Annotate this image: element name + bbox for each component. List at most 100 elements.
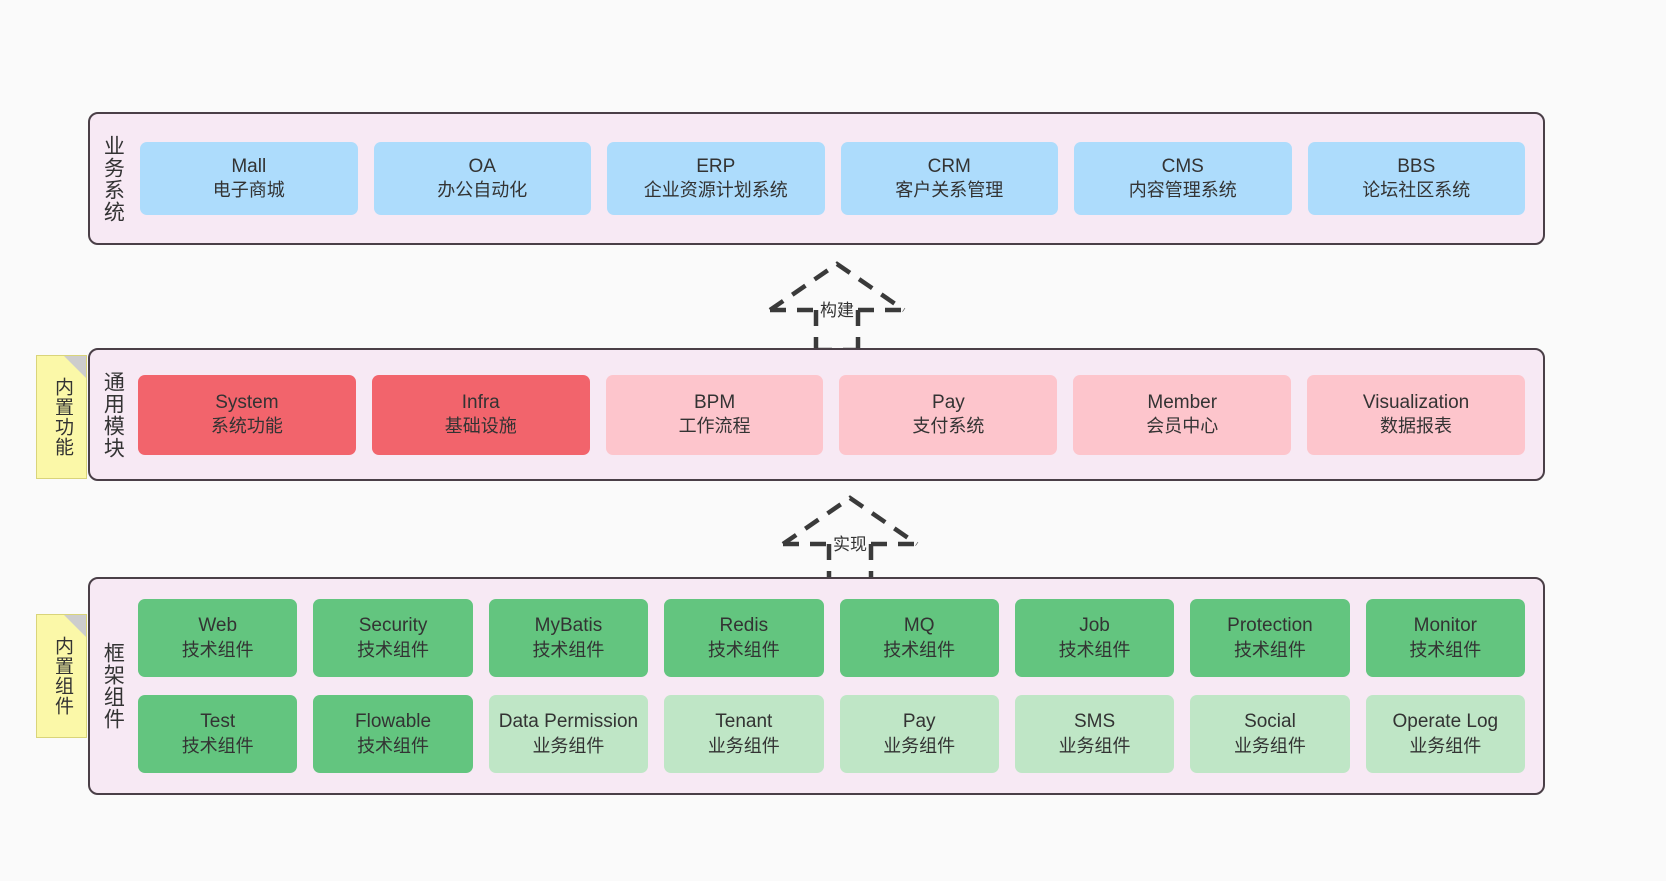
node-subtitle: 技术组件 [1233,639,1306,660]
node-member[interactable]: Member 会员中心 [1073,374,1292,455]
node-subtitle: 业务组件 [883,735,956,756]
node-title: Flowable [355,711,432,733]
connector-build: 构建 [762,258,912,353]
layer-business-system[interactable]: 业务系统 Mall 电子商城 OA 办公自动化 ERP 企业资源计划系统 CRM… [88,112,1545,245]
node-title: BBS [1397,155,1436,177]
node-subtitle: 电子商城 [212,180,285,201]
node-subtitle: 工作流程 [678,416,751,437]
node-subtitle: 技术组件 [532,639,605,660]
node-subtitle: 办公自动化 [437,180,528,201]
node-title: Data Permission [498,711,639,733]
node-system[interactable]: System 系统功能 [138,374,356,455]
node-subtitle: 业务组件 [707,735,780,756]
node-test[interactable]: Test 技术组件 [138,695,298,773]
node-subtitle: 业务组件 [532,735,605,756]
node-infra[interactable]: Infra 基础设施 [371,374,590,455]
node-subtitle: 技术组件 [181,735,254,756]
node-pay-component[interactable]: Pay 业务组件 [839,695,999,773]
layer-business-system-boxes: Mall 电子商城 OA 办公自动化 ERP 企业资源计划系统 CRM 客户关系… [134,114,1543,243]
node-cms[interactable]: CMS 内容管理系统 [1074,142,1292,215]
node-redis[interactable]: Redis 技术组件 [664,599,824,677]
node-mall[interactable]: Mall 电子商城 [140,142,358,215]
node-bpm[interactable]: BPM 工作流程 [605,374,824,455]
node-sms[interactable]: SMS 业务组件 [1014,695,1175,773]
node-monitor[interactable]: Monitor 技术组件 [1365,599,1525,677]
node-bbs[interactable]: BBS 论坛社区系统 [1307,142,1525,215]
node-title: MQ [903,615,935,637]
node-title: Member [1147,391,1218,413]
node-social[interactable]: Social 业务组件 [1190,695,1350,773]
node-crm[interactable]: CRM 客户关系管理 [840,142,1058,215]
sticky-note-label: 内置功能 [51,377,73,457]
node-subtitle: 客户关系管理 [895,180,1004,201]
connector-implement: 实现 [775,492,925,587]
node-mybatis[interactable]: MyBatis 技术组件 [488,599,649,677]
connector-implement-label: 实现 [833,535,867,554]
layer-label-common-module: 通用模块 [101,370,125,459]
node-row: Mall 电子商城 OA 办公自动化 ERP 企业资源计划系统 CRM 客户关系… [140,142,1525,215]
generalization-arrowhead-icon [768,261,906,312]
node-title: Visualization [1362,391,1470,413]
node-title: Protection [1227,615,1313,637]
node-title: Mall [231,155,267,177]
node-subtitle: 业务组件 [1409,735,1482,756]
node-protection[interactable]: Protection 技术组件 [1190,599,1350,677]
node-subtitle: 内容管理系统 [1128,180,1237,201]
node-title: System [215,391,279,413]
note-fold-corner-icon [64,356,86,378]
node-subtitle: 技术组件 [1409,639,1482,660]
node-title: Web [198,615,238,637]
node-title: SMS [1073,711,1116,733]
node-row: Test 技术组件 Flowable 技术组件 Data Permission … [138,695,1525,773]
node-row: System 系统功能 Infra 基础设施 BPM 工作流程 Pay 支付系统… [138,374,1525,455]
node-subtitle: 技术组件 [1058,639,1131,660]
node-title: Pay [902,711,936,733]
node-subtitle: 会员中心 [1146,416,1219,437]
node-subtitle: 技术组件 [883,639,956,660]
node-subtitle: 业务组件 [1233,735,1306,756]
node-security[interactable]: Security 技术组件 [313,599,473,677]
node-operate-log[interactable]: Operate Log 业务组件 [1365,695,1525,773]
node-tenant[interactable]: Tenant 业务组件 [664,695,824,773]
generalization-arrowhead-icon [781,495,919,546]
node-subtitle: 基础设施 [444,416,517,437]
node-title: Monitor [1413,615,1477,637]
node-title: Security [358,615,428,637]
node-title: ERP [696,155,736,177]
node-title: Job [1079,615,1110,637]
node-title: Operate Log [1392,711,1499,733]
node-oa[interactable]: OA 办公自动化 [373,142,591,215]
node-title: CMS [1161,155,1204,177]
node-flowable[interactable]: Flowable 技术组件 [313,695,473,773]
node-title: CRM [927,155,971,177]
node-title: OA [468,155,496,177]
node-subtitle: 技术组件 [181,639,254,660]
node-title: Infra [461,391,500,413]
node-title: MyBatis [534,615,603,637]
layer-common-module[interactable]: 通用模块 System 系统功能 Infra 基础设施 BPM 工作流程 Pay… [88,348,1545,481]
node-subtitle: 企业资源计划系统 [643,180,788,201]
node-subtitle: 支付系统 [912,416,985,437]
node-job[interactable]: Job 技术组件 [1014,599,1175,677]
sticky-note-builtin-components[interactable]: 内置组件 [36,614,87,738]
node-subtitle: 业务组件 [1058,735,1131,756]
node-erp[interactable]: ERP 企业资源计划系统 [607,142,825,215]
layer-framework-component[interactable]: 框架组件 Web 技术组件 Security 技术组件 MyBatis 技术组件… [88,577,1545,795]
sticky-note-label: 内置组件 [51,636,73,716]
node-title: Pay [932,391,965,413]
node-title: Social [1244,711,1296,733]
node-web[interactable]: Web 技术组件 [138,599,298,677]
connector-build-label: 构建 [820,301,854,320]
node-data-permission[interactable]: Data Permission 业务组件 [488,695,649,773]
node-pay-module[interactable]: Pay 支付系统 [839,374,1058,455]
sticky-note-builtin-features[interactable]: 内置功能 [36,355,87,479]
layer-label-business-system: 业务系统 [101,134,125,223]
layer-common-module-boxes: System 系统功能 Infra 基础设施 BPM 工作流程 Pay 支付系统… [134,350,1543,479]
layer-label-framework-component: 框架组件 [101,642,125,730]
node-subtitle: 论坛社区系统 [1362,180,1471,201]
note-fold-corner-icon [64,615,86,637]
node-visualization[interactable]: Visualization 数据报表 [1307,374,1525,455]
node-title: Tenant [715,711,773,733]
node-mq[interactable]: MQ 技术组件 [839,599,999,677]
